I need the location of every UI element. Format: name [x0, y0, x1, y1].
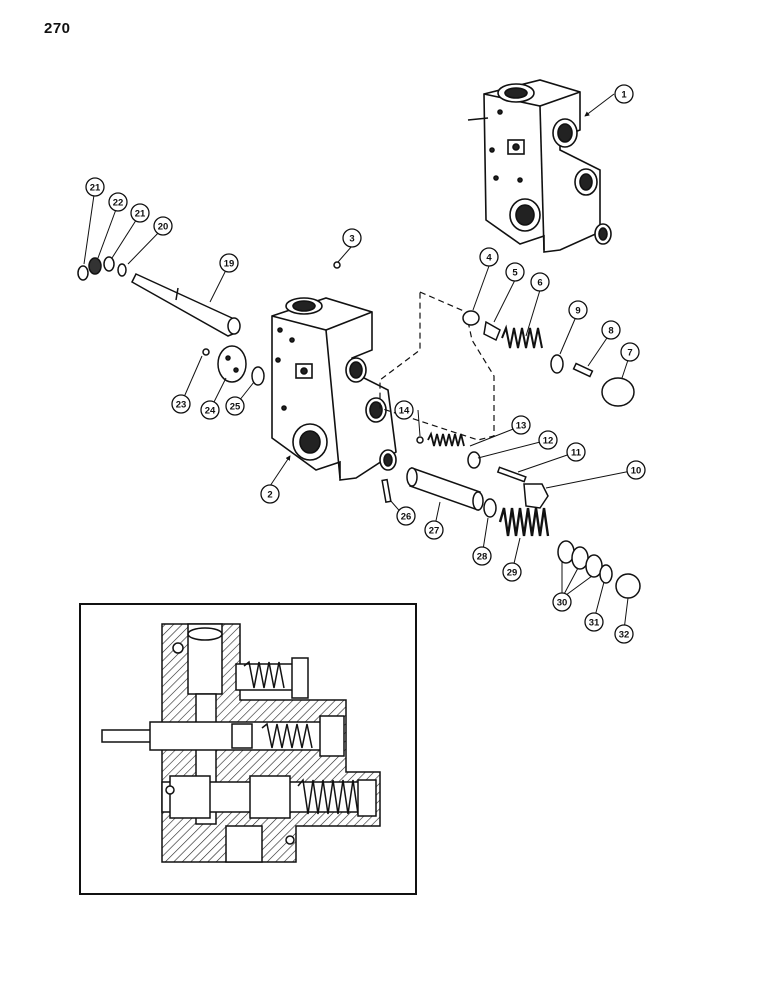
svg-text:20: 20: [158, 222, 169, 233]
valve-body-lower: [271, 297, 397, 481]
callout-9: 9: [568, 300, 588, 320]
assembly-dashed-outline: [379, 291, 495, 441]
cross-section-inset: [79, 603, 417, 895]
callout-11: 11: [566, 442, 586, 462]
callout-26: 26: [396, 506, 416, 526]
svg-text:21: 21: [135, 209, 146, 220]
callout-3: 3: [342, 228, 362, 248]
svg-text:5: 5: [512, 268, 518, 279]
svg-text:7: 7: [627, 348, 632, 359]
callout-14: 14: [394, 400, 414, 420]
callout-21b: 21: [130, 203, 150, 223]
page-number: 270: [44, 20, 71, 37]
callout-21a: 21: [85, 177, 105, 197]
svg-text:30: 30: [557, 598, 568, 609]
svg-text:26: 26: [401, 512, 412, 523]
spring-6: [501, 324, 543, 349]
callout-7: 7: [620, 342, 640, 362]
callout-13: 13: [511, 415, 531, 435]
callout-24: 24: [200, 400, 220, 420]
svg-text:25: 25: [230, 402, 241, 413]
svg-text:4: 4: [486, 253, 492, 264]
callout-31: 31: [584, 612, 604, 632]
svg-text:21: 21: [90, 183, 101, 194]
svg-text:13: 13: [516, 421, 527, 432]
callout-23: 23: [171, 394, 191, 414]
svg-text:11: 11: [571, 448, 582, 459]
spring-29: [498, 507, 550, 537]
callout-4: 4: [479, 247, 499, 267]
callout-27: 27: [424, 520, 444, 540]
callout-5: 5: [505, 262, 525, 282]
svg-text:8: 8: [608, 326, 613, 337]
svg-text:22: 22: [113, 198, 124, 209]
svg-text:10: 10: [631, 466, 642, 477]
svg-text:2: 2: [267, 490, 272, 501]
svg-text:32: 32: [619, 630, 630, 641]
callout-30: 30: [552, 592, 572, 612]
svg-text:29: 29: [507, 568, 518, 579]
svg-text:28: 28: [477, 552, 488, 563]
svg-text:27: 27: [429, 526, 440, 537]
svg-text:6: 6: [537, 278, 542, 289]
callout-1: 1: [614, 84, 634, 104]
callout-10: 10: [626, 460, 646, 480]
callout-20: 20: [153, 216, 173, 236]
callout-19: 19: [219, 253, 239, 273]
callout-25: 25: [225, 396, 245, 416]
svg-text:1: 1: [621, 90, 627, 101]
svg-text:19: 19: [224, 259, 235, 270]
callout-2: 2: [260, 484, 280, 504]
callout-22: 22: [108, 192, 128, 212]
svg-text:23: 23: [176, 400, 187, 411]
spring-13: [427, 431, 465, 447]
svg-text:31: 31: [589, 618, 600, 629]
callout-32: 32: [614, 624, 634, 644]
svg-text:12: 12: [543, 436, 554, 447]
svg-text:24: 24: [205, 406, 216, 417]
callouts: 1 2 3 4 5 6 7 8 9 10 11 12 13 14 19 20 2…: [85, 84, 646, 644]
callout-12: 12: [538, 430, 558, 450]
svg-text:14: 14: [399, 406, 410, 417]
callout-28: 28: [472, 546, 492, 566]
callout-8: 8: [601, 320, 621, 340]
callout-6: 6: [530, 272, 550, 292]
svg-text:3: 3: [349, 234, 354, 245]
valve-body-upper: [467, 79, 612, 253]
callout-29: 29: [502, 562, 522, 582]
small-parts: [77, 256, 641, 599]
svg-text:9: 9: [575, 306, 580, 317]
